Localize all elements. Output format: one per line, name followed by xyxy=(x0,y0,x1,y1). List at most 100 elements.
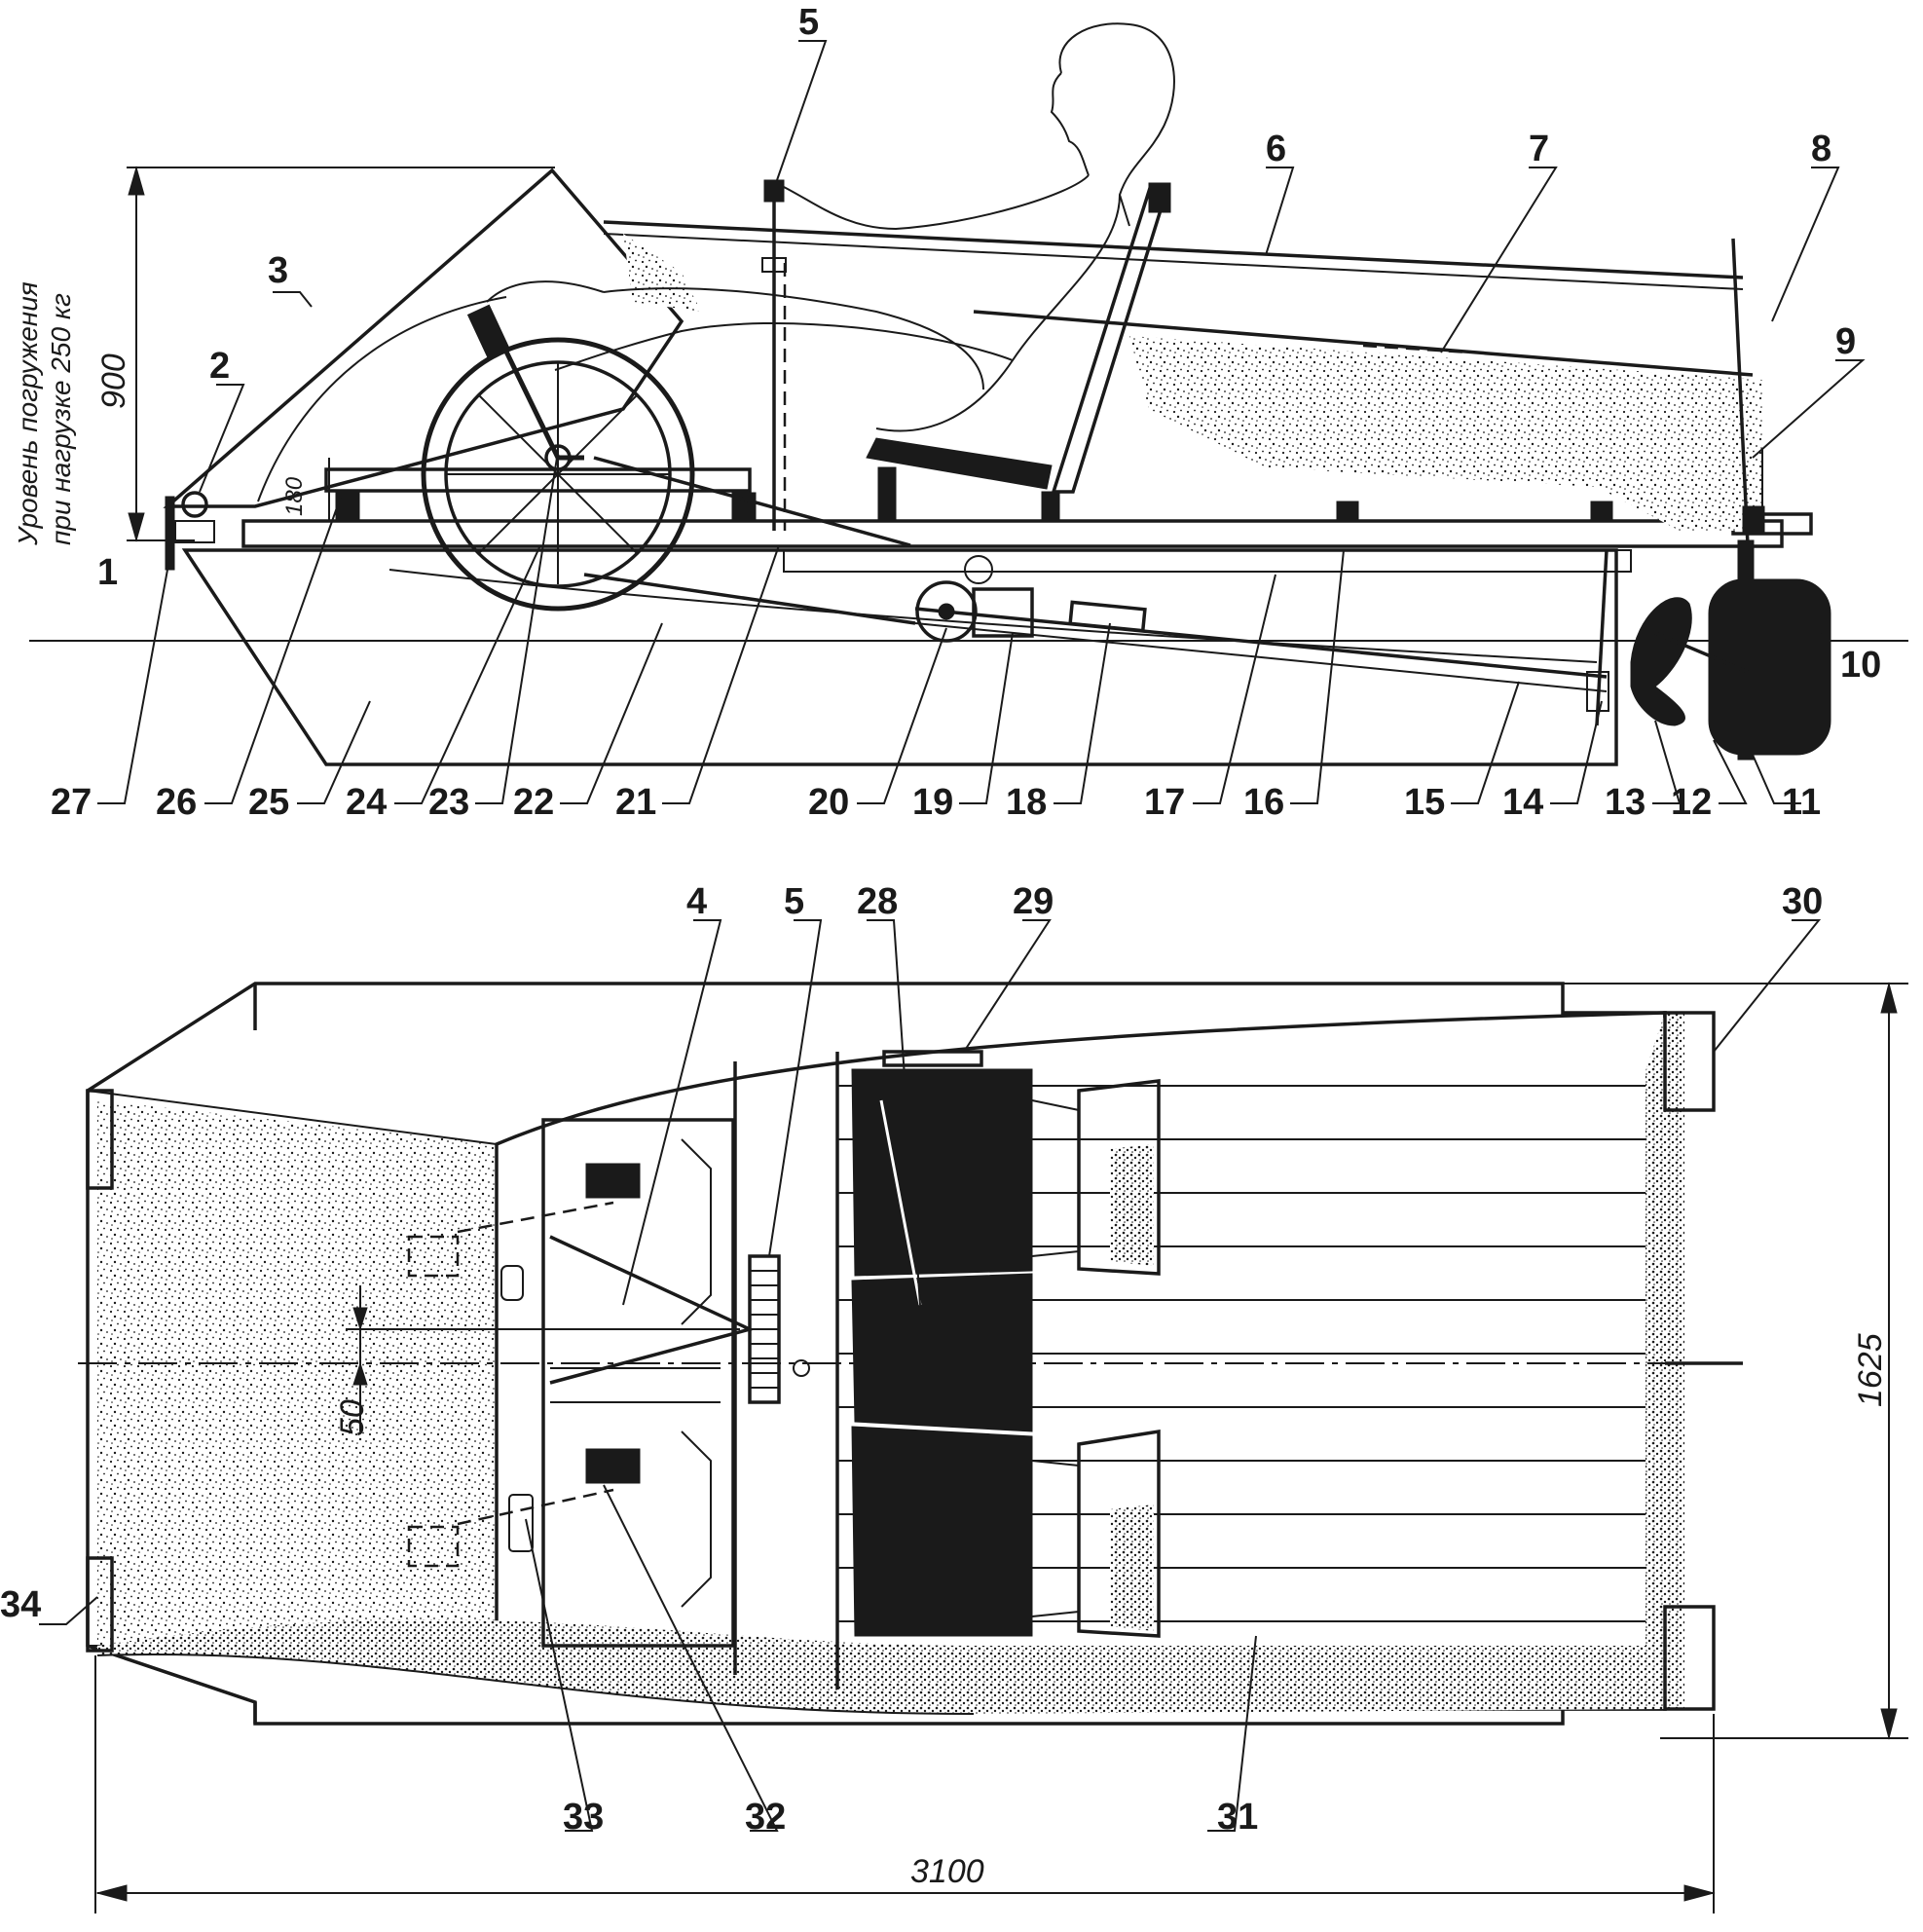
width-arrow-bottom xyxy=(1880,1708,1898,1740)
bow-post xyxy=(165,496,175,571)
stern-post xyxy=(1731,238,1750,546)
callout-6: 6 xyxy=(1266,129,1286,169)
drive-linkage xyxy=(549,1235,756,1385)
callout-19: 19 xyxy=(912,782,953,823)
idler-wheel xyxy=(964,555,993,584)
callout-24: 24 xyxy=(346,782,387,823)
transom-shade xyxy=(1646,1013,1684,1709)
seat-bottom xyxy=(851,1426,1033,1637)
frame-block-rear xyxy=(1590,501,1613,522)
callout-12: 12 xyxy=(1671,782,1712,823)
callout-18: 18 xyxy=(1006,782,1047,823)
side-panel-hatch xyxy=(1362,344,1471,354)
pedal xyxy=(466,304,511,360)
callout-21: 21 xyxy=(615,782,656,823)
chain-drive xyxy=(593,456,911,547)
length-arrow-right xyxy=(1683,1884,1716,1902)
rudder-stock xyxy=(1737,539,1755,761)
width-dimension-label: 1625 xyxy=(1852,1333,1889,1407)
hatch xyxy=(882,1050,983,1067)
callout-9: 9 xyxy=(1835,321,1856,362)
seat-frames xyxy=(1031,1099,1080,1617)
steering-pinion xyxy=(793,1359,810,1377)
bow-cover xyxy=(163,167,684,508)
callout-23: 23 xyxy=(428,782,469,823)
callout-10: 10 xyxy=(1840,645,1881,686)
callout-22: 22 xyxy=(513,782,554,823)
crank-top-link xyxy=(457,1201,614,1234)
seat-back-bottom-view xyxy=(1077,1429,1161,1638)
tiller-rod-lower xyxy=(603,233,1744,290)
callout-29: 29 xyxy=(1013,881,1054,922)
callout-26: 26 xyxy=(156,782,197,823)
waterline-note-line1: Уровень погружения xyxy=(13,281,43,546)
crank-bottom-dashed xyxy=(407,1525,460,1568)
tiller-rod xyxy=(603,220,1744,279)
bow-pin xyxy=(181,491,208,518)
callout-34: 34 xyxy=(0,1584,41,1625)
bracket-bottom xyxy=(508,1494,534,1552)
callout-11: 11 xyxy=(1782,782,1821,823)
side-view: Уровень погружения при нагрузке 250 кг 9… xyxy=(13,22,1908,766)
waterline-note-line2: при нагрузке 250 кг xyxy=(46,293,76,545)
offset-arrow-bottom xyxy=(352,1361,368,1386)
deck xyxy=(241,519,1784,548)
width-arrow-top xyxy=(1880,982,1898,1014)
drive-gear xyxy=(915,580,978,643)
deck-height-dimension-label: 180 xyxy=(281,476,308,516)
seat-highlight xyxy=(879,1099,922,1306)
callout-14: 14 xyxy=(1502,782,1543,823)
callout-1: 1 xyxy=(97,552,118,593)
propeller-shaft xyxy=(914,607,1608,679)
side-panel-top xyxy=(973,310,1754,377)
lower-gunwale-shade xyxy=(97,1619,1665,1714)
stern-bracket xyxy=(1595,549,1609,726)
foot-platform xyxy=(324,467,752,493)
bracket-top xyxy=(500,1265,524,1301)
callout-27: 27 xyxy=(51,782,92,823)
rudder-tiller xyxy=(1654,631,1749,674)
waterline-note: Уровень погружения при нагрузке 250 кг xyxy=(13,281,76,546)
length-arrow-left xyxy=(95,1884,128,1902)
side-view-callouts xyxy=(97,40,1866,804)
steering-rack-teeth xyxy=(750,1270,779,1389)
drive-shaft-lower xyxy=(583,573,916,625)
seat-back-bottom-shade xyxy=(1110,1505,1154,1631)
callout-20: 20 xyxy=(808,782,849,823)
seat-mid xyxy=(851,1273,1033,1432)
offset-dimension-label: 50 xyxy=(334,1399,371,1436)
callout-5-top: 5 xyxy=(784,881,804,922)
top-view-callouts xyxy=(39,919,1822,1832)
side-panel-shade xyxy=(1129,336,1762,531)
callout-5-side: 5 xyxy=(798,2,819,43)
seat-post-rear xyxy=(1041,491,1060,522)
crank-top-dashed xyxy=(407,1235,460,1278)
callout-25: 25 xyxy=(248,782,289,823)
callout-4: 4 xyxy=(686,881,707,922)
stern-block xyxy=(1742,505,1765,533)
seat-back-top-shade xyxy=(1110,1144,1154,1266)
lower-gunwale-edge xyxy=(96,1653,975,1715)
steering-handle xyxy=(763,179,785,203)
callout-8: 8 xyxy=(1811,129,1831,169)
platform-block-right xyxy=(731,492,757,521)
gearbox xyxy=(972,587,1034,638)
stern-end-bottom xyxy=(1663,1605,1716,1711)
seat-post-front xyxy=(877,466,897,522)
top-view-dimensions: 3100 1625 50 xyxy=(94,982,1908,1913)
steering-bracket xyxy=(761,257,787,273)
deck-beam xyxy=(783,549,1632,573)
height-dimension-label: 900 xyxy=(95,353,132,409)
bow-compartment xyxy=(97,1100,497,1655)
callout-32: 32 xyxy=(745,1797,786,1838)
seat-back-top xyxy=(1148,182,1171,213)
callout-7: 7 xyxy=(1529,129,1549,169)
person-legs xyxy=(486,280,984,390)
bow-cover-contour xyxy=(257,296,507,502)
stern-bracket-plate xyxy=(1586,671,1609,712)
callout-28: 28 xyxy=(857,881,898,922)
bow-end-top xyxy=(86,1089,114,1190)
pedal-frame-inner xyxy=(550,1138,721,1608)
callout-31: 31 xyxy=(1217,1797,1258,1838)
